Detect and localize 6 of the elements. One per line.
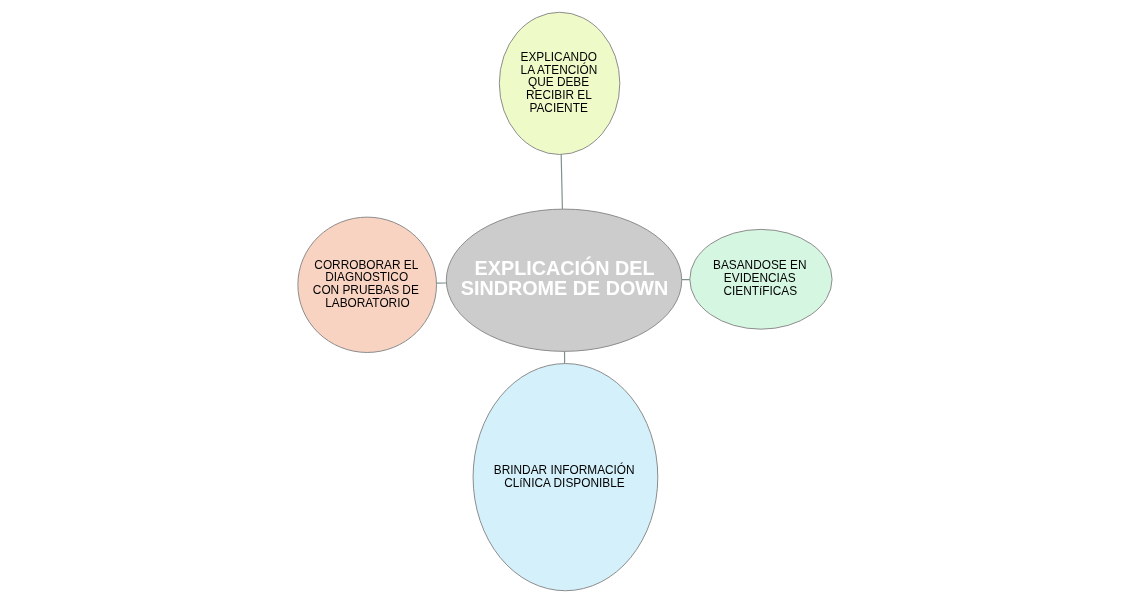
connector — [560, 153, 563, 210]
node-ellipse: BRINDAR INFORMACIÓN CLíNICA DISPONIBLE — [472, 363, 659, 592]
connector — [435, 282, 447, 284]
node-ellipse: BASANDOSE EN EVIDENCIAS CIENTíFICAS — [689, 228, 833, 330]
node-ellipse: EXPLICANDO LA ATENCIÓN QUE DEBE RECIBIR EL PACIENTE — [498, 11, 621, 155]
node-circle: CORROBORAR EL DIAGNOSTICO CON PRUEBAS DE LABORATORIO — [297, 216, 437, 353]
